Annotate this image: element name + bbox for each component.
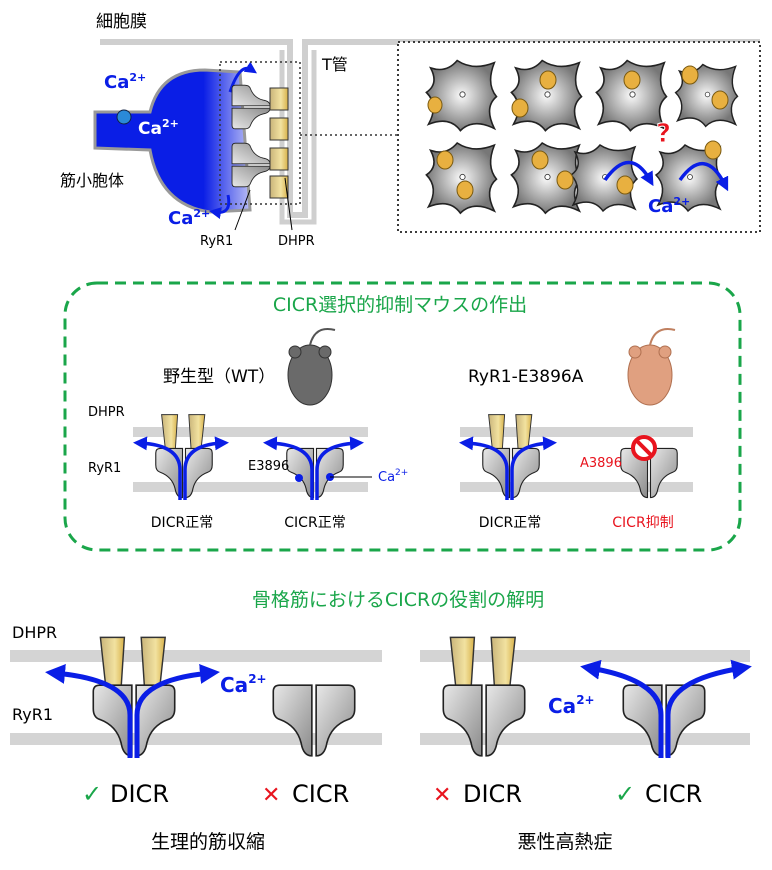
ryr1-channel (442, 684, 526, 757)
ca-label: Ca2+ (548, 693, 595, 718)
dhpr-label: DHPR (278, 234, 315, 249)
cross-icon: ✕ (433, 783, 451, 808)
cross-icon: ✕ (262, 783, 280, 808)
ca-flow-arrow-icon (510, 436, 557, 500)
ca-release-label: Ca2+ (168, 207, 210, 229)
dicr-label: DICR (110, 780, 169, 808)
t-tubule-membrane (133, 427, 368, 437)
mouse-generation-panel: CICR選択的抑制マウスの作出 野生型（WT） RyR1-E3896A DHPR… (63, 281, 742, 552)
cicr-label: CICR (292, 780, 349, 808)
ca-flow-arrow-icon (678, 161, 729, 192)
ca-flow-arrow-icon (45, 663, 133, 758)
wt-mouse-icon (287, 328, 336, 406)
prohibited-icon (631, 435, 657, 461)
dhpr-channel (269, 87, 289, 111)
e3896-site-dot (295, 474, 303, 482)
ca-pump-icon (116, 109, 132, 125)
t-tubule-membrane (460, 427, 693, 437)
cicr-label: CICR (645, 780, 702, 808)
sarcoplasmic-reticulum (93, 68, 252, 214)
zoom-region-box (219, 61, 301, 205)
ca-flow-arrow-icon (580, 659, 664, 758)
dashed-panel-border (63, 281, 742, 552)
dhpr-channel (269, 175, 289, 199)
ryr1-tetramer-array (425, 59, 739, 214)
ca-flow-arrow-icon (183, 436, 229, 500)
array-ca-label: Ca2+ (648, 195, 690, 217)
dhpr-pointer (284, 177, 293, 231)
e3896-label: E3896 (248, 459, 289, 474)
cytosol-ca-label: Ca2+ (104, 71, 146, 93)
dicr-label: DICR (463, 780, 522, 808)
ca-label: Ca2+ (378, 468, 408, 485)
dhpr-label: DHPR (12, 623, 57, 642)
mutant-mouse-icon (627, 328, 676, 406)
dhpr-channel (269, 117, 289, 141)
a3896-label: A3896 (580, 456, 622, 471)
ryr1-channel (92, 684, 176, 757)
physiological-contraction-caption: 生理的筋収縮 (151, 831, 265, 853)
sr-label: 筋小胞体 (60, 171, 124, 190)
ca-flow-arrow-icon (134, 664, 220, 758)
sr-membrane (133, 482, 368, 492)
ca-flow-arrow-icon (315, 436, 364, 500)
ca-flow-arrow-icon (228, 61, 257, 93)
t-tubule-membrane (100, 39, 760, 218)
t-tubule-membrane (10, 650, 382, 662)
sr-membrane (10, 733, 382, 745)
ca-flow-arrow-icon (603, 160, 654, 187)
ryr1-channel (622, 684, 706, 757)
dhpr-channel (269, 147, 289, 171)
caption-cicr-suppressed: CICR抑制 (612, 515, 673, 531)
caption-dicr-normal: DICR正常 (479, 515, 541, 531)
mutant-label: RyR1-E3896A (468, 367, 584, 387)
ca-flow-arrow-icon (209, 194, 231, 219)
check-icon: ✓ (615, 780, 635, 808)
dhpr-channel (449, 636, 517, 694)
caption-cicr-normal: CICR正常 (284, 515, 345, 531)
ca-flow-arrow-icon (665, 659, 752, 758)
ca-flow-arrow-icon (133, 436, 182, 500)
section-title: 骨格筋におけるCICRの役割の解明 (252, 589, 544, 611)
ryr1-pointer (234, 189, 251, 231)
wt-label: 野生型（WT） (163, 367, 275, 387)
check-icon: ✓ (82, 780, 102, 808)
top-section: 細胞膜 T管 Ca2+ Ca2+ 筋小胞体 Ca2+ RyR1 DHPR (60, 12, 761, 249)
ryr1-channel (272, 684, 356, 757)
cicr-role-section: 骨格筋におけるCICRの役割の解明 DHPR RyR1 Ca2+ Ca2+ ✓ … (10, 589, 752, 853)
ryr1-label: RyR1 (12, 705, 53, 724)
ca-label: Ca2+ (220, 672, 267, 697)
question-mark-icon: ? (656, 119, 671, 149)
malignant-hyperthermia-caption: 悪性高熱症 (517, 831, 612, 853)
panel-title: CICR選択的抑制マウスの作出 (273, 294, 527, 316)
sr-ca-label: Ca2+ (138, 117, 179, 139)
caption-dicr-normal: DICR正常 (151, 515, 213, 531)
ca-flow-arrow-icon (263, 436, 314, 500)
sr-membrane (460, 482, 693, 492)
t-tubule-label: T管 (321, 55, 348, 74)
dhpr-label: DHPR (88, 405, 125, 420)
ryr1-label: RyR1 (88, 461, 121, 476)
ryr1-label: RyR1 (200, 234, 233, 249)
cell-membrane-label: 細胞膜 (96, 12, 147, 32)
ca-flow-arrow-icon (459, 436, 509, 500)
